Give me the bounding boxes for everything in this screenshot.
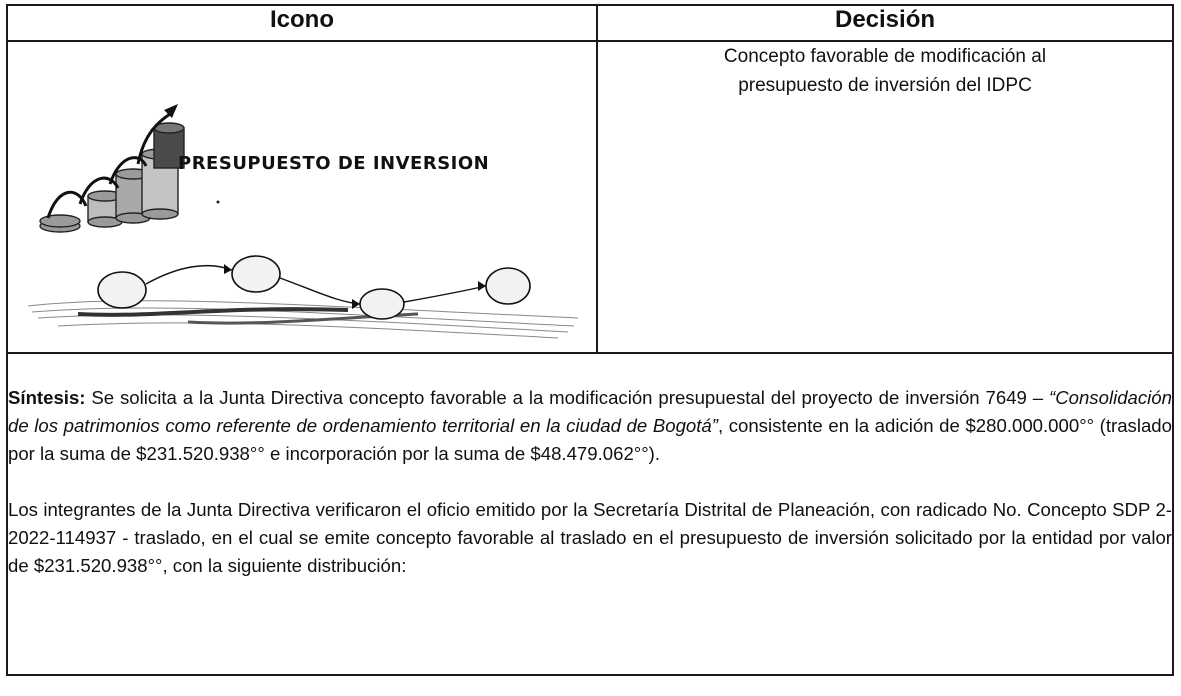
body-cell: Síntesis: Se solicita a la Junta Directi… [6, 352, 1174, 676]
document-page: Icono Decisión [6, 4, 1174, 696]
icon-title: PRESUPUESTO DE INVERSION [178, 153, 490, 174]
synthesis-paragraph: Síntesis: Se solicita a la Junta Directi… [8, 384, 1172, 468]
icon-cell: PRESUPUESTO DE INVERSION [6, 40, 598, 354]
synthesis-text-a: Se solicita a la Junta Directiva concept… [85, 387, 1049, 408]
decision-table: Icono Decisión [6, 4, 1174, 676]
content-row: PRESUPUESTO DE INVERSION Concepto favora… [6, 40, 1174, 354]
decision-line-1: Concepto favorable de modificación al [723, 46, 1047, 67]
header-decision: Decisión [596, 4, 1174, 42]
synthesis-label: Síntesis: [8, 387, 86, 408]
budget-illustration [27, 104, 579, 339]
header-row: Icono Decisión [6, 4, 1174, 42]
decision-line-2: presupuesto de inversión del IDPC [738, 75, 1032, 96]
project-name: “Consolidación de los patrimonios como r… [8, 387, 1172, 436]
decision-text: Concepto favorable de modificación al pr… [598, 42, 1172, 100]
budget-investment-icon: PRESUPUESTO DE INVERSION [18, 56, 588, 344]
synthesis-text-b: , consistente en la adición de $280.000.… [8, 415, 1172, 464]
decision-cell: Concepto favorable de modificación al pr… [596, 40, 1174, 354]
verification-paragraph: Los integrantes de la Junta Directiva ve… [8, 499, 1172, 576]
body-row: Síntesis: Se solicita a la Junta Directi… [6, 352, 1174, 676]
header-icon: Icono [6, 4, 598, 42]
